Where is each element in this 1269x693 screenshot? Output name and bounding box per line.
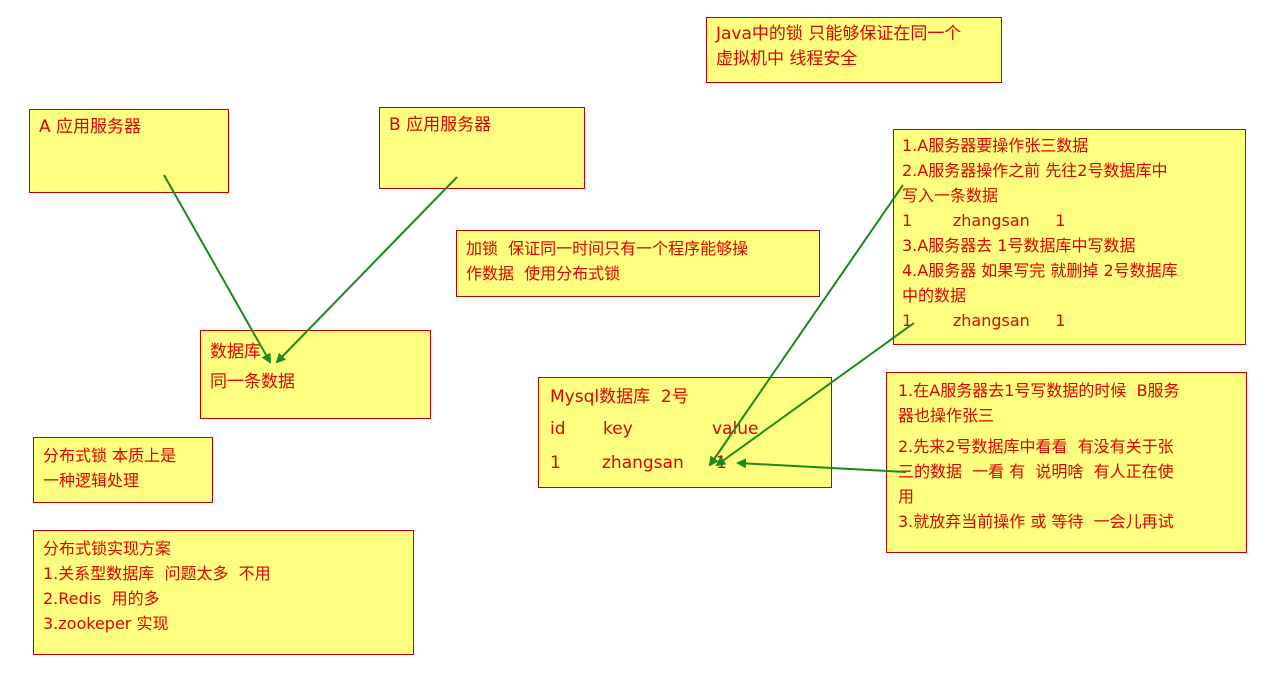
- arrow-server-a-to-db: [163, 174, 271, 364]
- note-line: 器也操作张三: [898, 406, 995, 425]
- note-line: 3.A服务器去 1号数据库中写数据: [902, 236, 1136, 255]
- database-title: 数据库: [210, 342, 261, 362]
- server-a-label: A 应用服务器: [39, 117, 142, 137]
- arrow-steps-a-to-mysql: [708, 184, 904, 467]
- note-line: 3.就放弃当前操作 或 等待 一会儿再试: [898, 512, 1174, 531]
- note-line: 写入一条数据: [902, 186, 999, 205]
- essence-note: 分布式锁 本质上是 一种逻辑处理: [33, 437, 213, 503]
- note-line: 2.A服务器操作之前 先往2号数据库中: [902, 161, 1168, 180]
- mysql-cell-key: zhangsan: [602, 453, 684, 473]
- note-line: 一种逻辑处理: [43, 471, 140, 490]
- java-lock-note: Java中的锁 只能够保证在同一个 虚拟机中 线程安全: [706, 17, 1002, 83]
- note-line: 作数据 使用分布式锁: [466, 264, 621, 283]
- note-line: 三的数据 一看 有 说明啥 有人正在使: [898, 462, 1174, 481]
- note-line: 中的数据: [902, 286, 967, 305]
- server-b-box: B 应用服务器: [379, 107, 585, 189]
- note-line: 加锁 保证同一时间只有一个程序能够操: [466, 239, 749, 258]
- mysql-header-id: id: [550, 419, 566, 439]
- note-line: 用: [898, 487, 915, 506]
- note-line: 虚拟机中 线程安全: [716, 49, 858, 69]
- arrow-server-b-to-db: [275, 176, 458, 364]
- note-line: 4.A服务器 如果写完 就删掉 2号数据库: [902, 261, 1178, 280]
- database-box: 数据库 同一条数据: [200, 330, 431, 419]
- solutions-note: 分布式锁实现方案 1.关系型数据库 问题太多 不用 2.Redis 用的多 3.…: [33, 530, 414, 655]
- server-b-label: B 应用服务器: [389, 115, 492, 135]
- arrow-steps-a-end-to-mysql: [715, 322, 915, 467]
- mysql-title: Mysql数据库 2号: [550, 387, 689, 407]
- note-line: 1 zhangsan 1: [902, 311, 1066, 330]
- lock-explain-note: 加锁 保证同一时间只有一个程序能够操 作数据 使用分布式锁: [456, 230, 820, 297]
- note-line: 2.Redis 用的多: [43, 589, 160, 608]
- mysql-header-key: key: [603, 419, 633, 439]
- note-line: 分布式锁 本质上是: [43, 446, 177, 465]
- note-line: 2.先来2号数据库中看看 有没有关于张: [898, 437, 1174, 456]
- note-line: Java中的锁 只能够保证在同一个: [716, 24, 962, 44]
- note-line: 1.A服务器要操作张三数据: [902, 136, 1089, 155]
- database-data: 同一条数据: [210, 372, 295, 392]
- note-line: 1.关系型数据库 问题太多 不用: [43, 564, 271, 583]
- server-b-steps-note: 1.在A服务器去1号写数据的时候 B服务 器也操作张三 2.先来2号数据库中看看…: [886, 372, 1247, 553]
- server-a-steps-note: 1.A服务器要操作张三数据 2.A服务器操作之前 先往2号数据库中 写入一条数据…: [893, 129, 1246, 345]
- note-line: 3.zookeper 实现: [43, 614, 169, 633]
- mysql-cell-id: 1: [550, 453, 561, 473]
- note-line: 分布式锁实现方案: [43, 539, 172, 558]
- note-line: 1 zhangsan 1: [902, 211, 1066, 230]
- note-line: 1.在A服务器去1号写数据的时候 B服务: [898, 381, 1180, 400]
- server-a-box: A 应用服务器: [29, 109, 229, 193]
- arrow-steps-b-to-mysql: [736, 458, 907, 473]
